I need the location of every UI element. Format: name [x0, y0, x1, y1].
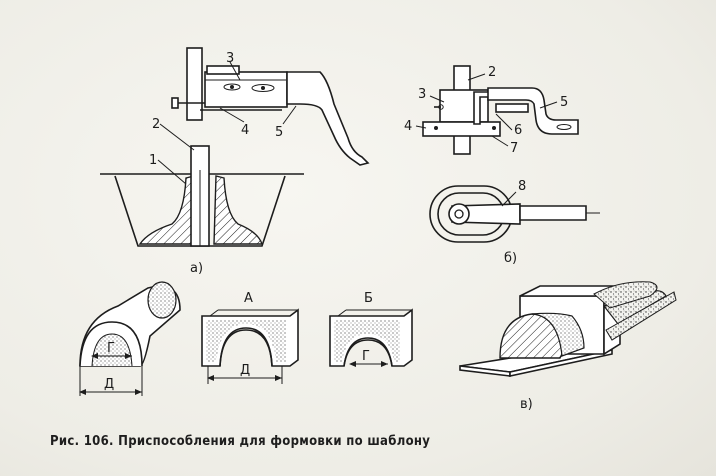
leader	[282, 105, 297, 125]
panel-c-label: в)	[520, 397, 533, 412]
leader	[415, 125, 427, 129]
callout-5: 5	[275, 125, 283, 140]
sand-ledge	[605, 291, 677, 341]
shaft-upper	[186, 47, 203, 121]
panel-b-label: б)	[504, 251, 517, 266]
callout-4: 4	[404, 119, 412, 134]
callout-2: 2	[488, 65, 496, 80]
section-a-fill	[206, 320, 286, 362]
dim-g-label: Г	[107, 341, 115, 356]
leader	[501, 191, 517, 207]
section-a-arch	[219, 329, 273, 367]
leader	[539, 101, 558, 109]
callout-3: 3	[226, 51, 234, 66]
pivot	[448, 203, 470, 225]
leader	[429, 95, 445, 103]
figure-caption: Рис. 106. Приспособления для формовки по…	[50, 434, 431, 449]
template-arm	[286, 71, 370, 166]
base-plate	[422, 121, 501, 137]
edge	[209, 309, 219, 317]
dim-d-label: Д	[104, 377, 114, 392]
slot	[251, 84, 275, 92]
leader	[491, 135, 509, 147]
section-a-label: А	[244, 291, 253, 306]
callout-1: 1	[149, 153, 157, 168]
panel-b: 2 3 4 5 6 7 8 б)	[404, 65, 600, 266]
bolt	[434, 126, 438, 130]
sand-mound	[593, 281, 658, 309]
pattern-left	[138, 175, 197, 245]
bolt	[261, 86, 265, 90]
section-b-fill	[334, 320, 400, 362]
clamp-top	[206, 65, 240, 75]
bent-arm	[487, 87, 579, 135]
section-a: А Д	[201, 291, 299, 384]
leader	[467, 73, 486, 81]
callout-5: 5	[560, 95, 568, 110]
panel-a: 3 4 5 2 1 а)	[100, 47, 370, 276]
pattern-right	[213, 175, 263, 245]
callout-6: 6	[514, 123, 522, 138]
section-b-label: Б	[364, 291, 373, 306]
leader	[229, 61, 241, 81]
callout-2: 2	[152, 117, 160, 132]
slot	[223, 83, 241, 91]
section-b: Б Г	[329, 291, 413, 367]
callout-4: 4	[241, 123, 249, 138]
bolt-head	[171, 97, 179, 109]
slot	[556, 124, 572, 130]
section-b-arch	[343, 339, 393, 367]
leader	[157, 159, 187, 185]
callout-8: 8	[518, 179, 526, 194]
panel-c: в)	[459, 281, 677, 412]
board-side	[509, 349, 613, 377]
panel-a-label: а)	[190, 261, 203, 276]
half-core-end	[147, 281, 177, 319]
pivot-hole	[454, 209, 464, 219]
callout-3: 3	[418, 87, 426, 102]
core-dotted	[531, 312, 585, 357]
leader	[219, 107, 245, 123]
clamp-plate	[204, 71, 288, 108]
arm-extension	[519, 205, 587, 221]
dim-d-label: Д	[240, 363, 250, 378]
bolt	[492, 126, 496, 130]
edge	[337, 309, 347, 317]
leader	[159, 123, 195, 151]
leader	[495, 113, 513, 131]
bolt	[230, 85, 234, 89]
dim-g-label: Г	[362, 349, 370, 364]
callout-7: 7	[510, 141, 518, 156]
slide	[495, 103, 529, 113]
half-cylinder-group: Г Д	[79, 281, 181, 396]
